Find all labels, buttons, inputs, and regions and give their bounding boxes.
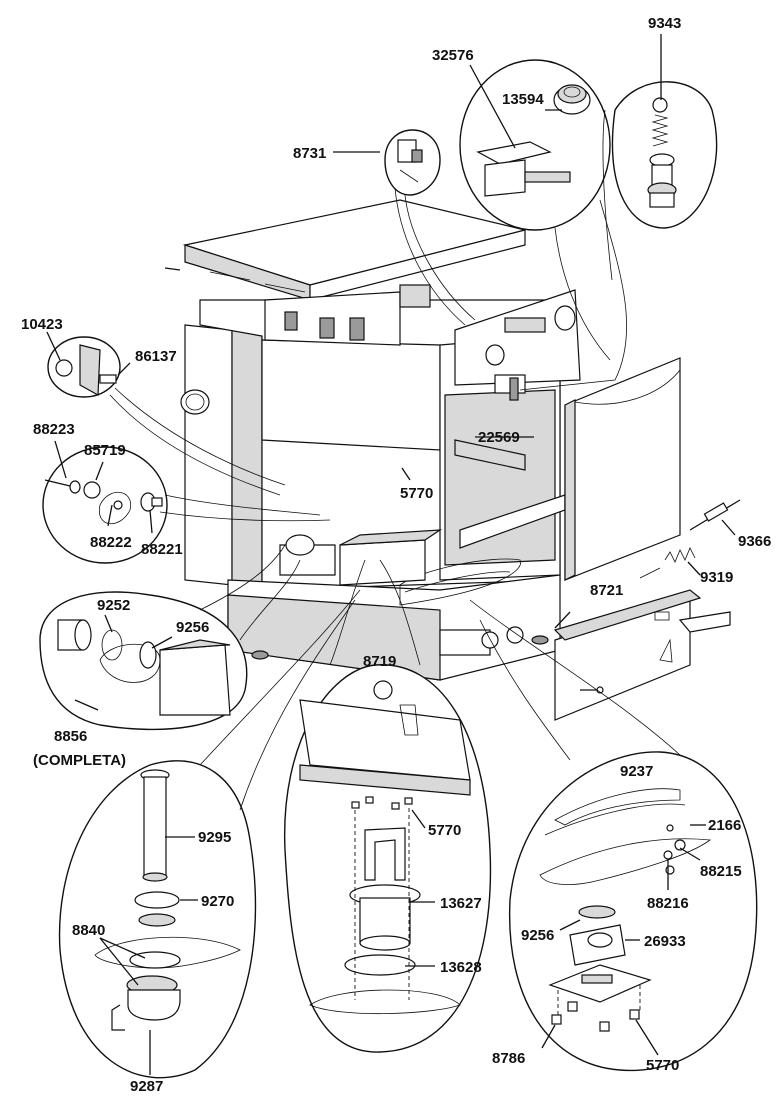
bubble-heating-element [469, 599, 758, 1072]
bubble-relay [384, 129, 476, 326]
leader-lines [46, 34, 736, 1075]
label-88221: 88221 [141, 541, 183, 558]
bubble-solenoid [459, 59, 628, 391]
label-9287: 9287 [130, 1078, 163, 1095]
label-8719: 8719 [363, 653, 396, 670]
label-8786: 8786 [492, 1050, 525, 1067]
label-8721: 8721 [590, 582, 623, 599]
label-9256-right: 9256 [521, 927, 554, 944]
control-panel [264, 284, 581, 401]
mounting-nuts [351, 796, 413, 810]
front-door [564, 357, 681, 581]
bubble-valve [602, 81, 718, 281]
bubble-level-tank [283, 559, 492, 1053]
label-8731: 8731 [293, 145, 326, 162]
label-5770-top: 5770 [400, 485, 433, 502]
bubble-thermostat-parts [42, 446, 331, 564]
label-85719: 85719 [84, 442, 126, 459]
label-8856: 8856 [54, 728, 87, 745]
top-cover [164, 199, 526, 301]
label-9343: 9343 [648, 15, 681, 32]
label-13628: 13628 [440, 959, 482, 976]
label-88223: 88223 [33, 421, 75, 438]
label-9237: 9237 [620, 763, 653, 780]
label-9252: 9252 [97, 597, 130, 614]
label-5770-bottom: 5770 [646, 1057, 679, 1074]
label-9256-left: 9256 [176, 619, 209, 636]
label-86137: 86137 [135, 348, 177, 365]
label-88222: 88222 [90, 534, 132, 551]
label-5770-mid: 5770 [428, 822, 461, 839]
label-10423: 10423 [21, 316, 63, 333]
bubble-valve-assembly [39, 544, 301, 731]
label-8840: 8840 [72, 922, 105, 939]
label-9295: 9295 [198, 829, 231, 846]
bubble-drain-tube [58, 589, 361, 1079]
label-8856-note: (COMPLETA) [33, 752, 126, 769]
base-tank [279, 529, 443, 586]
label-13594: 13594 [502, 91, 544, 108]
label-22569: 22569 [478, 429, 520, 446]
label-9319: 9319 [700, 569, 733, 586]
probe-parts [639, 499, 741, 579]
label-32576: 32576 [432, 47, 474, 64]
internal-element [399, 558, 524, 656]
bottom-plate [553, 589, 731, 721]
label-88216: 88216 [647, 895, 689, 912]
label-88215: 88215 [700, 863, 742, 880]
label-26933: 26933 [644, 933, 686, 950]
label-2166: 2166 [708, 817, 741, 834]
label-9366: 9366 [738, 533, 771, 550]
part-number-labels: 9343 32576 13594 8731 10423 86137 88223 … [21, 15, 771, 1095]
label-13627: 13627 [440, 895, 482, 912]
label-9270: 9270 [201, 893, 234, 910]
bubble-thermostat-bracket [47, 336, 286, 496]
